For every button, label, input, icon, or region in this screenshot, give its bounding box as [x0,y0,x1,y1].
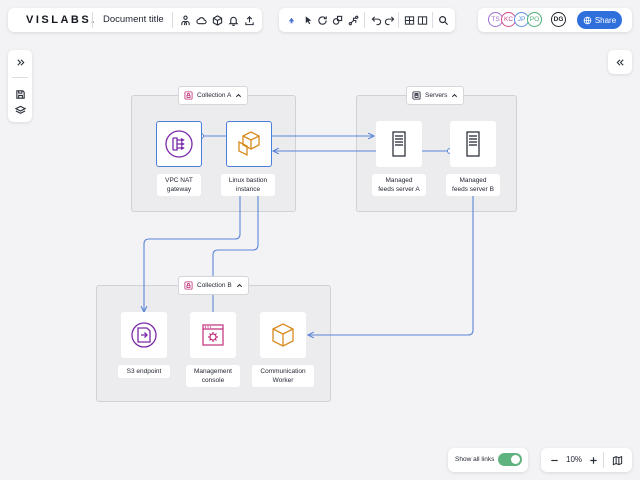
group-label-collection-b[interactable]: Collection B [178,276,249,295]
group-label-collection-a[interactable]: Collection A [178,86,249,105]
upload-icon[interactable] [242,13,256,27]
package-icon[interactable] [210,13,224,27]
chevron-double-left-icon[interactable] [613,55,627,69]
node-communication-worker[interactable] [260,312,306,358]
node-s3-endpoint[interactable] [121,312,167,358]
split-view-icon[interactable] [415,13,429,27]
zoom-out-icon[interactable] [547,453,561,467]
group-label-text: Collection B [197,282,232,289]
redo-icon[interactable] [382,13,396,27]
cursor-up-icon[interactable] [284,13,298,27]
server-icon [466,131,480,157]
cloud-icon[interactable] [194,13,208,27]
worker-box-icon [272,323,294,347]
group-label-text: Servers [425,92,448,99]
app-logo: VISLABS. [26,14,97,26]
avatar[interactable]: PO [527,12,542,27]
shapes-icon[interactable] [330,13,344,27]
header-divider [92,12,93,28]
node-label-linux-bastion: Linux bastion instance [221,174,275,196]
bell-icon[interactable] [226,13,240,27]
avatar[interactable]: DG [551,12,566,27]
connector-icon[interactable] [346,13,360,27]
undo-icon[interactable] [369,13,383,27]
chevron-up-icon[interactable] [236,282,243,289]
group-label-servers[interactable]: Servers [406,86,465,105]
share-label: Share [594,15,617,25]
zoom-level: 10% [566,455,583,464]
zoom-divider [603,452,604,468]
node-management-console[interactable] [190,312,236,358]
side-divider [12,77,28,78]
share-button[interactable]: Share [577,11,622,29]
zoom-in-icon[interactable] [586,453,600,467]
header-divider [172,12,173,28]
toolbar-divider [398,12,399,28]
refresh-icon[interactable] [315,13,329,27]
connector-feeds-b-to-comm[interactable] [308,196,474,335]
nat-gateway-icon [165,130,193,158]
node-label-feeds-a: Managed feeds server A [372,174,426,196]
toggle-knob [511,455,520,464]
node-linux-bastion[interactable] [226,121,272,167]
org-chart-icon[interactable] [178,13,192,27]
node-label-vpc-nat: VPC NAT gateway [157,174,201,196]
pointer-icon[interactable] [301,13,315,27]
node-label-comm: Communication Worker [252,365,314,387]
s3-endpoint-icon [131,322,157,348]
server-group-icon [412,91,421,100]
node-feeds-server-a[interactable] [376,121,422,167]
avatar[interactable]: KC [501,12,516,27]
search-icon[interactable] [436,13,450,27]
save-icon[interactable] [13,87,27,101]
server-icon [392,131,406,157]
lock-icon [184,91,193,100]
chevron-double-right-icon[interactable] [13,55,27,69]
node-feeds-server-b[interactable] [450,121,496,167]
node-label-feeds-b: Managed feeds server B [446,174,500,196]
chevron-up-icon[interactable] [235,92,242,99]
management-console-icon [202,324,224,346]
header-left-panel [8,8,262,32]
node-vpc-nat-gateway[interactable] [156,121,202,167]
show-all-links-label: Show all links [455,456,495,463]
node-label-s3: S3 endpoint [118,365,170,378]
layout-icon[interactable] [402,13,416,27]
document-title[interactable]: Document title [103,14,164,25]
lock-icon [184,281,193,290]
toolbar-divider [364,12,365,28]
map-icon[interactable] [610,453,624,467]
chevron-up-icon[interactable] [451,92,458,99]
globe-icon [583,16,592,24]
node-label-mgmt: Management console [186,365,240,387]
toolbar-divider [432,12,433,28]
instance-cube-icon [238,131,260,157]
layers-icon[interactable] [13,103,27,117]
group-label-text: Collection A [197,92,232,99]
show-all-links-toggle[interactable] [498,453,522,466]
